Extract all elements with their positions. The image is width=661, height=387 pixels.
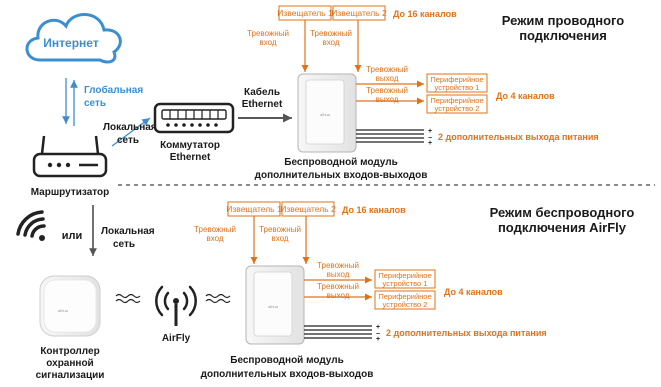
wireless-output-1-label-2: выход — [327, 270, 350, 279]
wired-peripheral-2-label-2: устройство 2 — [435, 104, 480, 113]
local-network-top-1: Локальная — [103, 122, 157, 133]
cloud-icon — [25, 13, 122, 64]
controller-label-3: сигнализации — [36, 370, 105, 381]
local-network-bottom-1: Локальная — [101, 226, 155, 237]
wired-channels-label: До 16 каналов — [393, 9, 457, 19]
wired-module-label-1: Беспроводной модуль — [284, 157, 398, 168]
global-network-label-1: Глобальная — [84, 84, 143, 96]
wifi-signal-icon — [16, 210, 46, 241]
wireless-power-minus-1: − — [376, 331, 380, 338]
wireless-detector-1-label: Извещатель 1 — [226, 204, 282, 214]
wireless-input-1-label-2: вход — [206, 234, 223, 243]
wired-output-2-label-1: Тревожный — [366, 86, 408, 95]
wired-detector-2-label: Извещатель 2 — [331, 8, 387, 18]
wireless-output-channels-label: До 4 каналов — [444, 287, 503, 297]
cloud-label: Интернет — [43, 36, 99, 50]
wireless-input-2-label-2: вход — [271, 234, 288, 243]
radio-wave-right — [205, 293, 231, 304]
local-network-bottom-2: сеть — [113, 239, 135, 250]
switch-label-2: Ethernet — [170, 152, 211, 163]
wired-peripheral-2-label-1: Периферийное — [430, 96, 483, 105]
wireless-peripheral-2-label-1: Периферийное — [378, 292, 431, 301]
wireless-input-2-label-1: Тревожный — [259, 225, 301, 234]
antenna-icon — [155, 285, 197, 326]
wireless-peripheral-1-label-2: устройство 1 — [383, 279, 428, 288]
wireless-channels-label: До 16 каналов — [342, 205, 406, 215]
global-network-label-2: сеть — [84, 98, 106, 109]
wireless-io-module-icon: alhua — [245, 265, 305, 345]
radio-wave-left — [115, 293, 141, 304]
wireless-input-1-label-1: Тревожный — [194, 225, 236, 234]
wired-mode-title-1: Режим проводного — [502, 13, 624, 28]
switch-label-1: Коммутатор — [160, 140, 220, 151]
wired-input-1-label-2: вход — [259, 38, 276, 47]
alarm-controller-icon: alhua — [39, 275, 101, 337]
router-icon — [32, 135, 108, 178]
or-label: или — [62, 230, 83, 242]
svg-text:alhua: alhua — [58, 308, 69, 313]
wireless-peripheral-2-label-2: устройство 2 — [383, 300, 428, 309]
wired-input-1-label-1: Тревожный — [247, 29, 289, 38]
wired-mode-title-2: подключения — [519, 28, 607, 43]
wired-input-2-label-1: Тревожный — [310, 29, 352, 38]
wired-output-2-label-2: выход — [376, 95, 399, 104]
wired-peripheral-1-label-2: устройство 1 — [435, 83, 480, 92]
wireless-mode-title-1: Режим беспроводного — [490, 205, 635, 220]
wired-detector-2-box — [332, 5, 386, 21]
wireless-peripheral-2-box — [374, 290, 436, 310]
svg-text:alhua: alhua — [268, 304, 279, 309]
controller-label-1: Контроллер — [40, 346, 99, 357]
wired-module-label-2: дополнительных входов-выходов — [255, 170, 428, 181]
wired-power-plus-2: + — [428, 140, 432, 147]
wireless-peripheral-1-label-1: Периферийное — [378, 271, 431, 280]
wireless-detector-2-label: Извещатель 2 — [280, 204, 336, 214]
wired-peripheral-1-box — [426, 73, 488, 93]
wired-input-2-label-2: вход — [322, 38, 339, 47]
wired-output-1-label-1: Тревожный — [366, 65, 408, 74]
wireless-output-2-label-1: Тревожный — [317, 282, 359, 291]
wireless-output-1-label-1: Тревожный — [317, 261, 359, 270]
wireless-power-plus-2: + — [376, 336, 380, 343]
wired-power-plus-1: + — [428, 128, 432, 135]
wired-output-1-label-2: выход — [376, 74, 399, 83]
wireless-output-2-label-2: выход — [327, 291, 350, 300]
wired-output-channels-label: До 4 каналов — [496, 91, 555, 101]
wireless-power-plus-1: + — [376, 324, 380, 331]
wireless-detector-2-box — [281, 201, 335, 217]
wired-peripheral-2-box — [426, 94, 488, 114]
cable-label-1: Кабель — [244, 86, 280, 98]
cable-label-2: Ethernet — [242, 99, 283, 110]
wired-io-module-icon: alhua — [297, 73, 357, 153]
svg-text:alhua: alhua — [320, 112, 331, 117]
wired-power-minus-1: − — [428, 135, 432, 142]
wireless-peripheral-1-box — [374, 269, 436, 289]
wired-power-label: 2 дополнительных выхода питания — [438, 132, 599, 142]
wireless-power-label: 2 дополнительных выхода питания — [386, 328, 547, 338]
ethernet-switch-icon — [153, 102, 235, 134]
wired-detector-1-label: Извещатель 1 — [277, 8, 333, 18]
wireless-module-label-1: Беспроводной модуль — [230, 355, 344, 366]
controller-label-2: охранной — [46, 358, 93, 369]
wireless-mode-title-2: подключения AirFly — [498, 220, 627, 235]
router-to-switch-arrow — [111, 117, 151, 147]
wireless-module-label-2: дополнительных входов-выходов — [201, 369, 374, 380]
airfly-label: AirFly — [162, 333, 191, 344]
local-network-top-2: сеть — [117, 135, 139, 146]
router-label: Маршрутизатор — [31, 187, 110, 198]
wired-peripheral-1-label-1: Периферийное — [430, 75, 483, 84]
